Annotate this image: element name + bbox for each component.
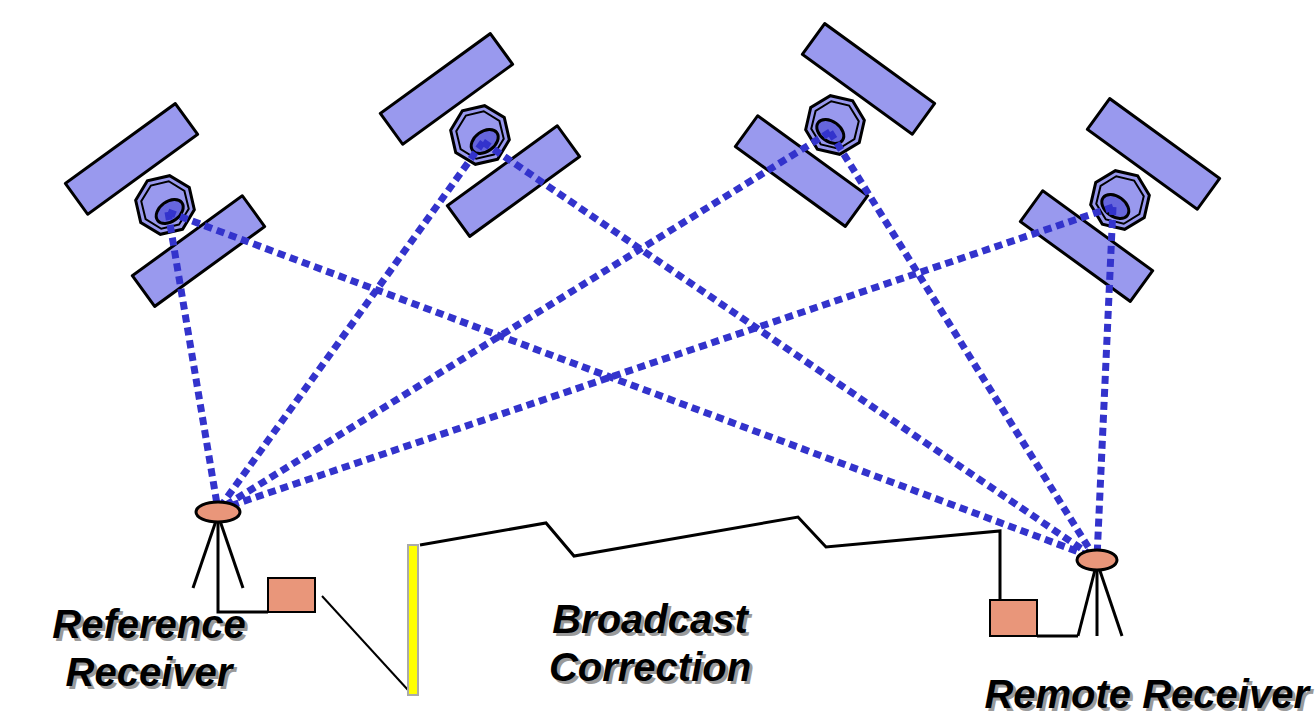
antenna-mast (408, 545, 418, 695)
satellite (380, 34, 579, 237)
radio-link (420, 517, 1000, 600)
signal-paths (168, 132, 1113, 558)
satellites (65, 24, 1219, 307)
remote-receiver (990, 550, 1122, 636)
satellite (65, 104, 264, 307)
caption-label: Reference Receiver (4, 600, 294, 696)
caption-label: Broadcast Correction (500, 595, 800, 691)
satellite (735, 24, 934, 227)
satellite (1020, 99, 1219, 302)
caption-label: Remote Receiver (984, 670, 1309, 718)
